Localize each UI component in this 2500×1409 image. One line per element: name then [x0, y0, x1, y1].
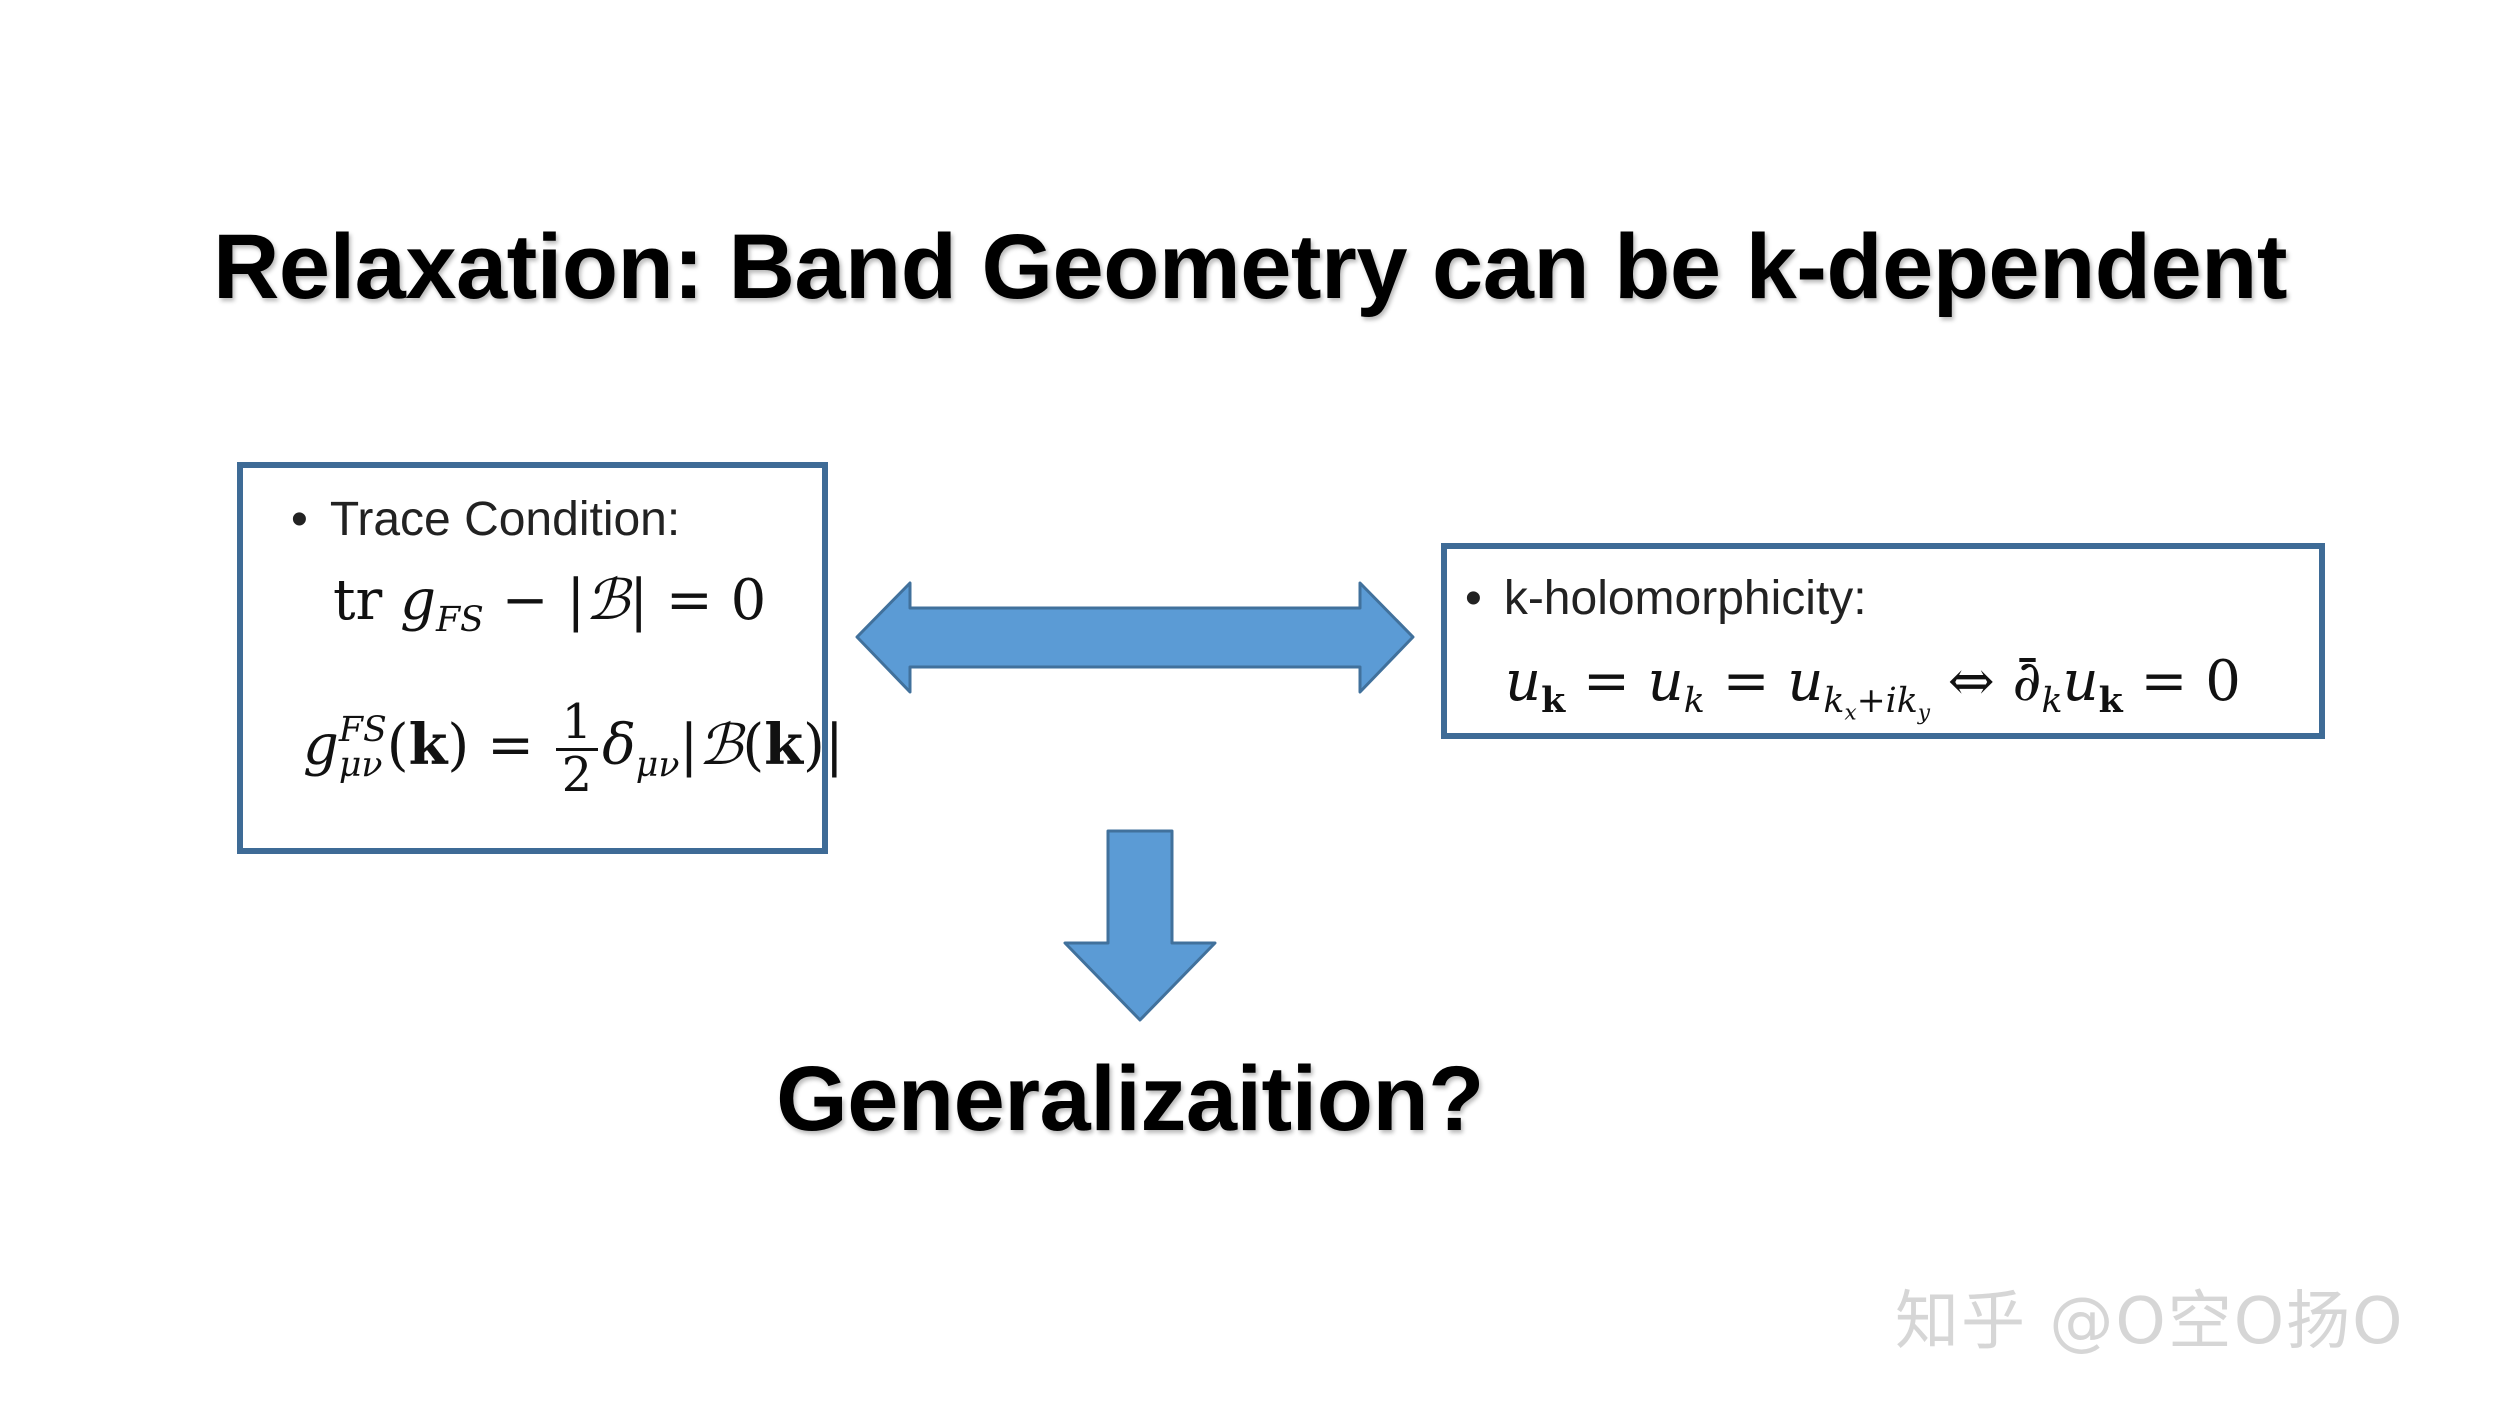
berry-curvature-symbol: ℬ [698, 712, 743, 778]
k-vector: k [408, 711, 448, 778]
equals-zero: = 0 [2122, 649, 2241, 714]
equals-zero: | = 0 [629, 568, 767, 633]
delta-symbol: δ [602, 712, 636, 778]
delta-subscript: μν [635, 745, 680, 786]
denominator: 2 [561, 747, 593, 803]
u-subscript: k [2098, 680, 2123, 722]
paren: ) [447, 712, 470, 778]
dbar-operator: ∂̄ [2012, 649, 2042, 714]
paren: ( [386, 712, 409, 778]
equals: = [1704, 649, 1788, 714]
generalization-question: Generalizaition? [776, 1048, 1484, 1150]
heading-text: Trace Condition: [329, 493, 681, 546]
paren: ) [803, 712, 825, 778]
k-holomorphicity-box: •k-holomorphicity: uk = uk = ukx+iky ⇔ ∂… [1441, 543, 2325, 739]
bullet: • [1465, 572, 1482, 625]
berry-curvature-symbol: ℬ [585, 568, 630, 633]
abs-bar: | [679, 712, 699, 778]
u-compound-subscript: kx+iky [1823, 681, 1930, 726]
u-symbol: u [1647, 649, 1684, 714]
u-subscript: k [1683, 681, 1705, 722]
abs-bar: | [824, 712, 844, 778]
watermark: 知乎 @O空O扬O [1895, 1285, 2405, 1359]
double-arrow-icon [855, 581, 1415, 694]
slide-title: Relaxation: Band Geometry can be k-depen… [212, 216, 2288, 318]
g-subscript: FS [435, 600, 484, 641]
minus-abs-open: − | [483, 568, 586, 633]
k-vector: k [764, 711, 804, 778]
numerator: 1 [555, 698, 599, 751]
u-symbol: u [1787, 649, 1824, 714]
plus-ik-part: +ik [1856, 681, 1918, 722]
equals: = [469, 712, 552, 778]
u-symbol: u [2062, 649, 2099, 714]
k-holomorphicity-heading: • k-holomorphicity: [1465, 571, 1867, 626]
u-subscript: k [1541, 680, 1566, 722]
x-part: x [1844, 700, 1857, 726]
paren: ( [742, 712, 765, 778]
g-superscript: FS [338, 710, 387, 751]
y-part: y [1917, 700, 1930, 726]
tr-operator: tr [333, 568, 383, 633]
bullet: • [291, 493, 308, 546]
trace-equation: tr gFS − |ℬ| = 0 [333, 568, 766, 640]
g-symbol: g [303, 712, 339, 778]
g-subscript: μν [338, 744, 383, 785]
down-arrow-icon [1063, 829, 1217, 1022]
equals: = [1565, 649, 1648, 714]
heading-text: k-holomorphicity: [1503, 572, 1867, 625]
u-symbol: u [1505, 649, 1542, 714]
g-symbol: g [400, 568, 436, 633]
holomorphicity-equation: uk = uk = ukx+iky ⇔ ∂̄kuk = 0 [1505, 649, 2241, 726]
trace-condition-heading: • Trace Condition: [291, 492, 680, 547]
dbar-subscript: k [2041, 681, 2063, 722]
iff-symbol: ⇔ [1929, 649, 2013, 714]
k-part: k [1823, 681, 1845, 722]
